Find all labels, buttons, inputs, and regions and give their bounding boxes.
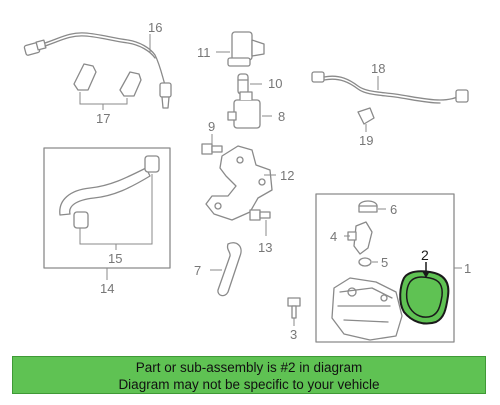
callout-5[interactable]: 5 [381, 255, 388, 270]
part-8-valve[interactable]: 8 [227, 91, 285, 129]
part-17-brackets[interactable]: 17 [73, 63, 142, 126]
callout-8[interactable]: 8 [278, 109, 285, 124]
part-2-gasket[interactable]: 2 [399, 247, 450, 325]
callout-4[interactable]: 4 [330, 229, 337, 244]
callout-15[interactable]: 15 [108, 251, 122, 266]
callout-17[interactable]: 17 [96, 111, 110, 126]
callout-14[interactable]: 14 [100, 281, 114, 296]
part-1-oil-separator[interactable] [331, 277, 403, 341]
part-11-solenoid[interactable]: 11 [197, 31, 265, 67]
callout-13[interactable]: 13 [258, 240, 272, 255]
part-5-o-ring[interactable]: 5 [358, 255, 388, 270]
info-banner: Part or sub-assembly is #2 in diagram Di… [12, 356, 486, 394]
callout-16[interactable]: 16 [148, 20, 162, 35]
assembly-1-box: 1 [315, 193, 471, 343]
banner-line-disclaimer: Diagram may not be specific to your vehi… [118, 377, 380, 392]
callout-12[interactable]: 12 [280, 168, 294, 183]
part-13-bolt[interactable]: 13 [249, 209, 272, 255]
part-18-sensor[interactable]: 18 [311, 61, 469, 104]
callout-19[interactable]: 19 [359, 133, 373, 148]
callout-11[interactable]: 11 [197, 45, 211, 60]
callout-18[interactable]: 18 [371, 61, 385, 76]
part-12-bracket[interactable]: 12 [205, 145, 294, 221]
banner-line-part-number: Part or sub-assembly is #2 in diagram [135, 360, 363, 375]
callout-9[interactable]: 9 [208, 119, 215, 134]
part-16-oxygen-sensor[interactable]: 16 [23, 20, 172, 109]
part-10-fitting[interactable]: 10 [237, 73, 282, 95]
assembly-14-box: 15 14 [43, 147, 171, 296]
callout-1[interactable]: 1 [464, 261, 471, 276]
callout-3[interactable]: 3 [290, 327, 297, 342]
callout-6[interactable]: 6 [390, 202, 397, 217]
callout-10[interactable]: 10 [268, 76, 282, 91]
part-4-pcv-valve[interactable]: 4 [330, 221, 373, 255]
callout-2[interactable]: 2 [421, 247, 429, 263]
part-3-bolt[interactable]: 3 [287, 297, 301, 342]
part-6-cap[interactable]: 6 [358, 200, 397, 217]
part-9-bolt[interactable]: 9 [201, 119, 223, 155]
part-19-clip[interactable]: 19 [357, 107, 375, 148]
callout-7[interactable]: 7 [194, 263, 201, 278]
part-7-hose[interactable]: 7 [194, 242, 242, 297]
